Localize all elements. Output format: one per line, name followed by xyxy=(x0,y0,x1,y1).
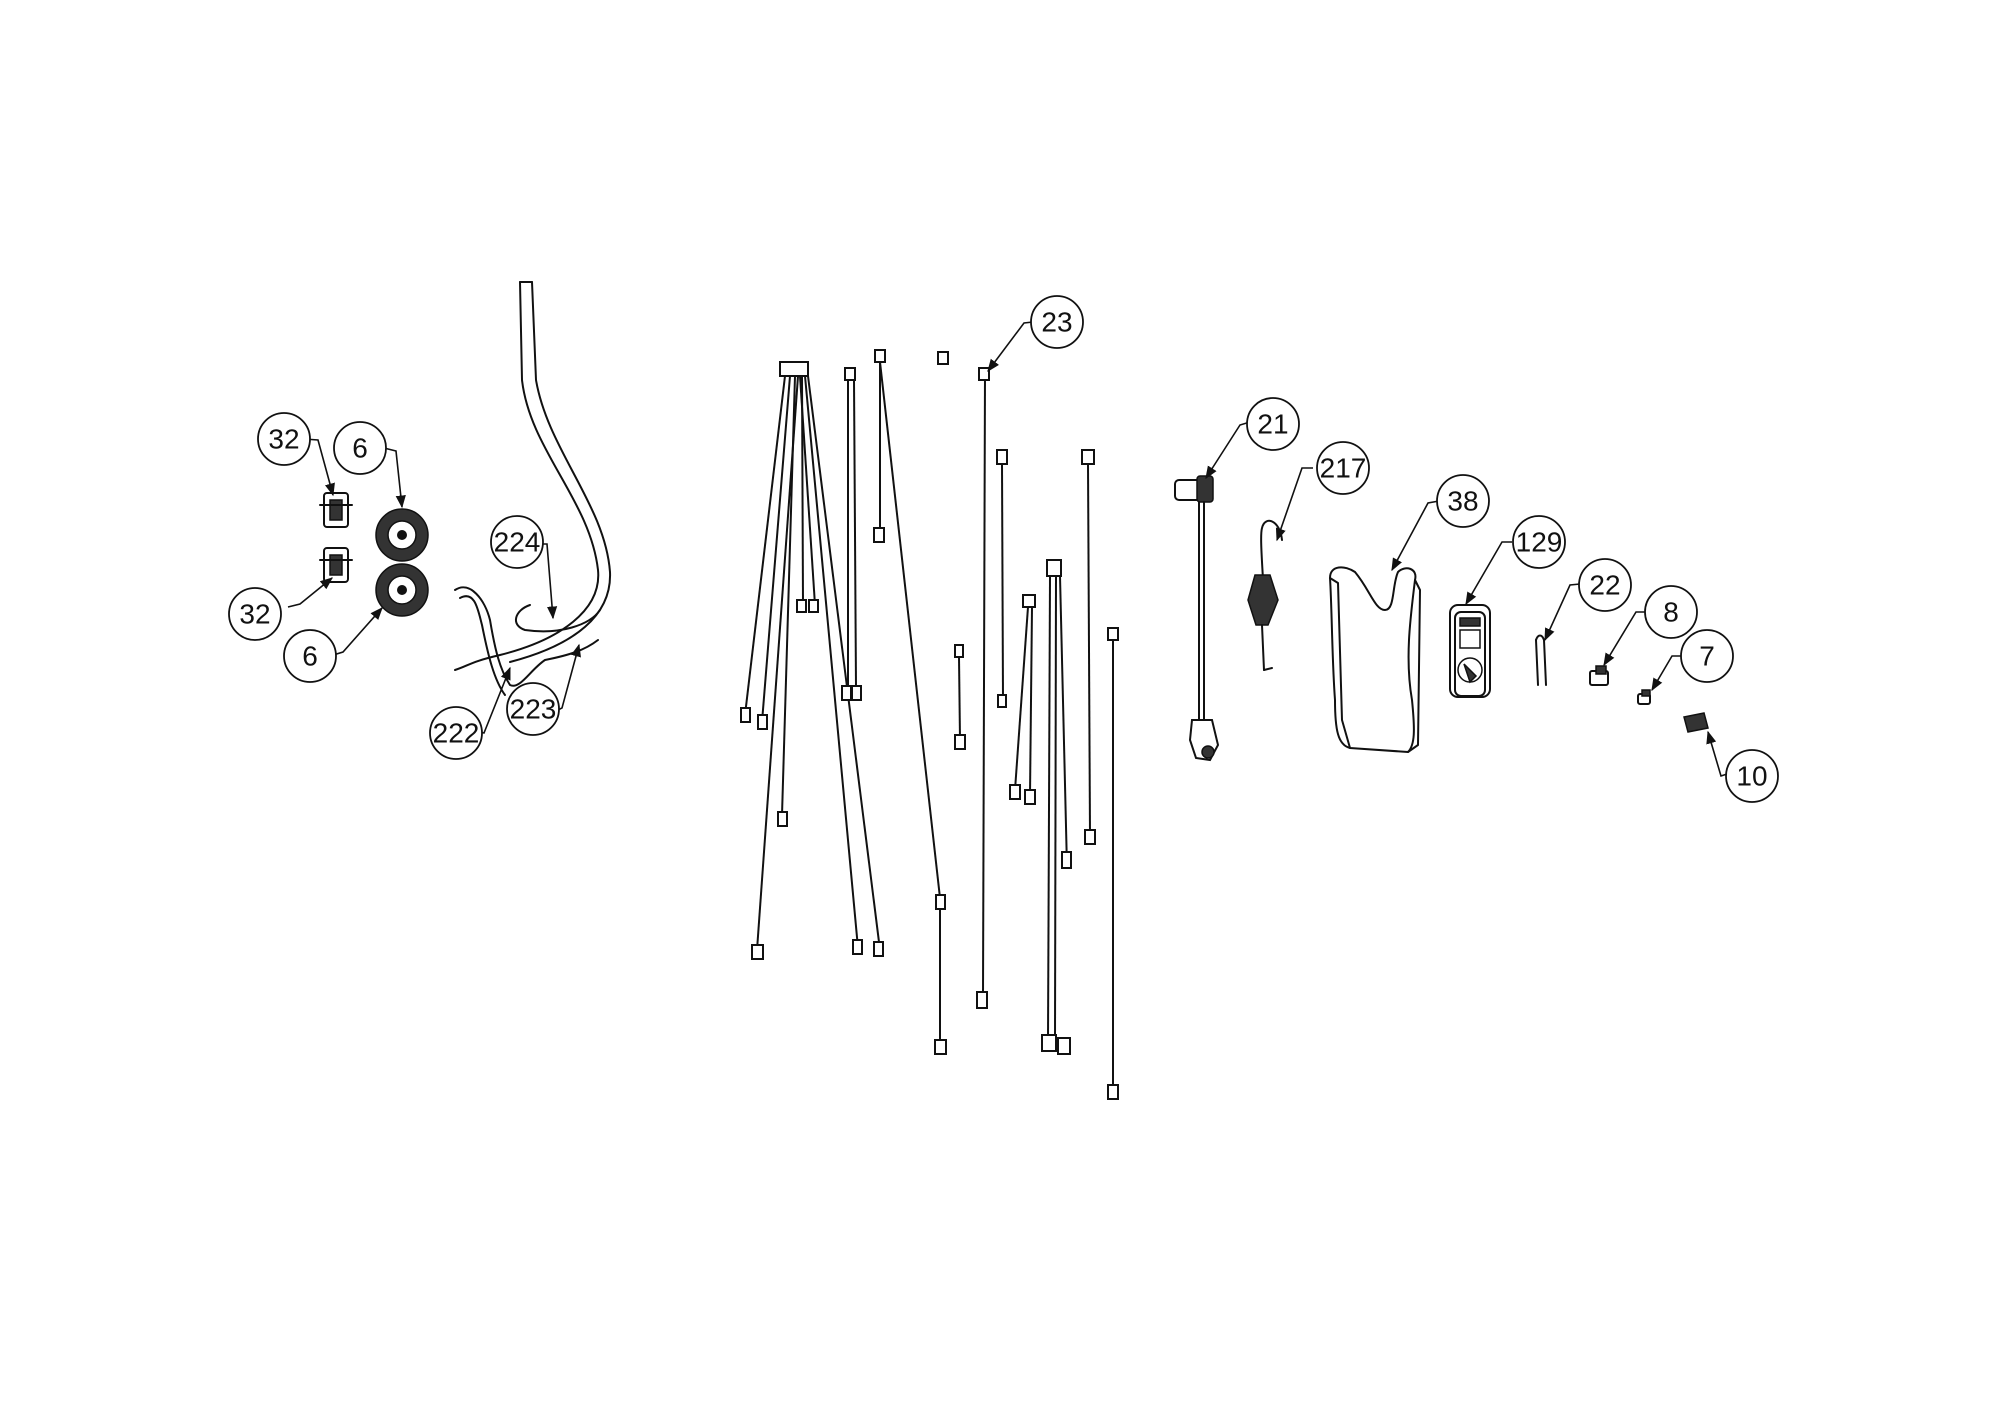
part-wire-long-d xyxy=(1041,559,1072,1055)
callout-32-upper: 32 xyxy=(257,412,311,466)
callout-224: 224 xyxy=(490,515,544,569)
callout-label: 22 xyxy=(1589,570,1620,601)
part-power-cord-21 xyxy=(1174,475,1220,762)
part-panel-38 xyxy=(1329,566,1421,753)
part-connector-10 xyxy=(1683,712,1709,733)
callout-label: 32 xyxy=(239,599,270,630)
callout-label: 21 xyxy=(1257,409,1288,440)
part-wire-harness-bundle xyxy=(740,361,884,960)
part-button-7 xyxy=(1637,689,1651,705)
callout-label: 32 xyxy=(268,424,299,455)
callout-label: 6 xyxy=(302,641,318,672)
callout-label: 223 xyxy=(510,694,557,725)
callout-222: 222 xyxy=(429,706,483,760)
callout-10: 10 xyxy=(1725,749,1779,803)
part-wire-long-c xyxy=(1009,594,1036,805)
part-wire-23 xyxy=(937,351,990,1009)
callout-label: 10 xyxy=(1736,761,1767,792)
callout-label: 222 xyxy=(433,718,480,749)
callout-label: 8 xyxy=(1663,597,1679,628)
callout-6-upper: 6 xyxy=(333,421,387,475)
callout-label: 129 xyxy=(1516,527,1563,558)
part-hose-assembly xyxy=(454,281,612,696)
callout-22: 22 xyxy=(1578,558,1632,612)
callout-7: 7 xyxy=(1680,629,1734,683)
callout-129: 129 xyxy=(1512,515,1566,569)
part-controller-129 xyxy=(1449,604,1491,698)
callout-label: 38 xyxy=(1447,486,1478,517)
callout-label: 217 xyxy=(1320,453,1367,484)
callout-217: 217 xyxy=(1316,441,1370,495)
callout-label: 23 xyxy=(1041,307,1072,338)
part-button-8 xyxy=(1589,665,1609,686)
part-wire-short-a xyxy=(996,449,1008,708)
callout-38: 38 xyxy=(1436,474,1490,528)
part-wire-short-b xyxy=(954,644,966,750)
part-switch-32-lower xyxy=(319,547,353,583)
part-knob-6-upper xyxy=(375,508,429,562)
part-knob-6-lower xyxy=(375,563,429,617)
callout-label: 7 xyxy=(1699,641,1715,672)
callout-23: 23 xyxy=(1030,295,1084,349)
callout-label: 6 xyxy=(352,433,368,464)
callout-21: 21 xyxy=(1246,397,1300,451)
part-hook-cable-217 xyxy=(1247,519,1283,671)
part-wire-pair-b xyxy=(873,349,947,1055)
part-wire-long-e xyxy=(1081,449,1096,845)
part-switch-32-upper xyxy=(319,492,353,528)
callout-32-lower: 32 xyxy=(228,587,282,641)
callout-label: 224 xyxy=(494,527,541,558)
callout-6-lower: 6 xyxy=(283,629,337,683)
callout-8: 8 xyxy=(1644,585,1698,639)
part-clip-22 xyxy=(1535,634,1547,686)
part-wire-long-f xyxy=(1107,627,1119,1100)
callout-223: 223 xyxy=(506,682,560,736)
part-wire-pair-a xyxy=(841,367,862,701)
